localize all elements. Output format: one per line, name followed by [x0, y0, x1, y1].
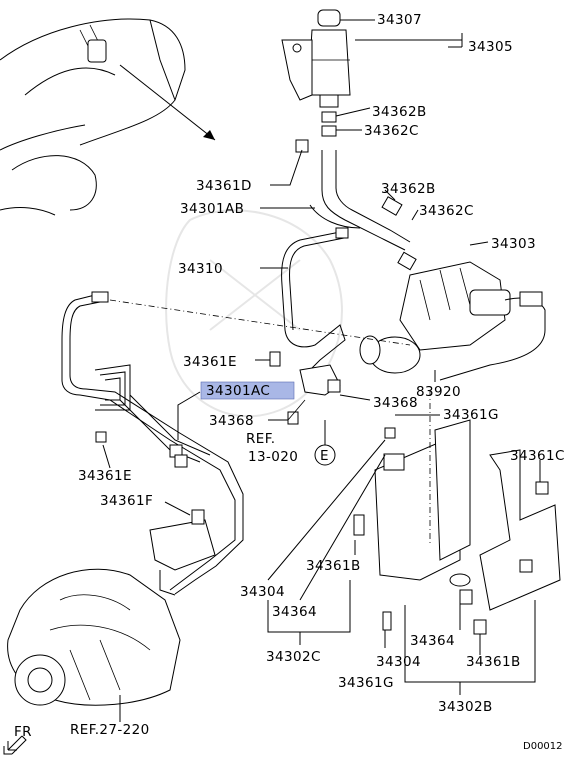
- label-34303: 34303: [491, 236, 536, 252]
- highlight-box-34301ac: [200, 381, 295, 400]
- label-34362c-top: 34362C: [364, 123, 419, 139]
- label-34304-right: 34304: [376, 654, 421, 670]
- ref-27-220: REF.27-220: [70, 722, 150, 738]
- vehicle-outline: [0, 18, 216, 216]
- label-34361c: 34361C: [510, 448, 565, 464]
- hose-34301ab: [309, 150, 411, 251]
- label-34361b-right: 34361B: [466, 654, 521, 670]
- location-arrowhead: [203, 130, 215, 140]
- part-labels: 34307 34305 34362B 34362C 34361D 34301AB…: [14, 12, 565, 752]
- ref-e-circle: [314, 444, 336, 466]
- label-34307: 34307: [377, 12, 422, 28]
- differential-housing: [7, 568, 181, 706]
- label-34310: 34310: [178, 261, 223, 277]
- label-34304-left: 34304: [240, 584, 285, 600]
- pipe-34310: [281, 227, 349, 396]
- leader-lines: [102, 19, 541, 695]
- label-34362b-top: 34362B: [372, 104, 427, 120]
- label-34364-left: 34364: [272, 604, 317, 620]
- label-34361g-bottom: 34361G: [338, 675, 394, 691]
- label-34361f: 34361F: [100, 493, 153, 509]
- bracket-assembly: [353, 390, 561, 635]
- label-34362b-mid: 34362B: [381, 181, 436, 197]
- fittings-mid: [381, 196, 417, 271]
- pump-34303: [359, 261, 546, 381]
- watermark: [165, 209, 343, 418]
- label-83920: 83920: [416, 384, 461, 400]
- label-34368-right: 34368: [373, 395, 418, 411]
- label-34301ac: 34301AC: [206, 383, 270, 399]
- reservoir-assembly: [281, 9, 351, 108]
- label-34361d: 34361D: [196, 178, 252, 194]
- fittings-upper: [295, 111, 337, 153]
- label-34302b: 34302B: [438, 699, 493, 715]
- ref-13-020-line1: REF.: [246, 431, 275, 447]
- fr-label: FR: [14, 724, 32, 740]
- bracket-34361f: [149, 509, 216, 596]
- small-fasteners: [269, 351, 341, 425]
- ref-13-020-line2: 13-020: [248, 449, 298, 465]
- label-34368-left: 34368: [209, 413, 254, 429]
- label-34362c-mid: 34362C: [419, 203, 474, 219]
- label-34361b-left: 34361B: [306, 558, 361, 574]
- label-34302c: 34302C: [266, 649, 321, 665]
- front-arrow-icon: [3, 735, 27, 755]
- label-34361e-lower: 34361E: [78, 468, 132, 484]
- label-34301ab: 34301AB: [180, 201, 244, 217]
- label-34364-right: 34364: [410, 633, 455, 649]
- label-34305: 34305: [468, 39, 513, 55]
- label-34361g-right: 34361G: [443, 407, 499, 423]
- label-34361e-upper: 34361E: [183, 354, 237, 370]
- ref-e-letter: E: [320, 448, 329, 464]
- centerline-upper: [109, 299, 411, 346]
- location-arrow-line: [119, 64, 216, 141]
- diagram-code: D00012: [523, 741, 563, 752]
- brake-pipes-left: [61, 291, 244, 595]
